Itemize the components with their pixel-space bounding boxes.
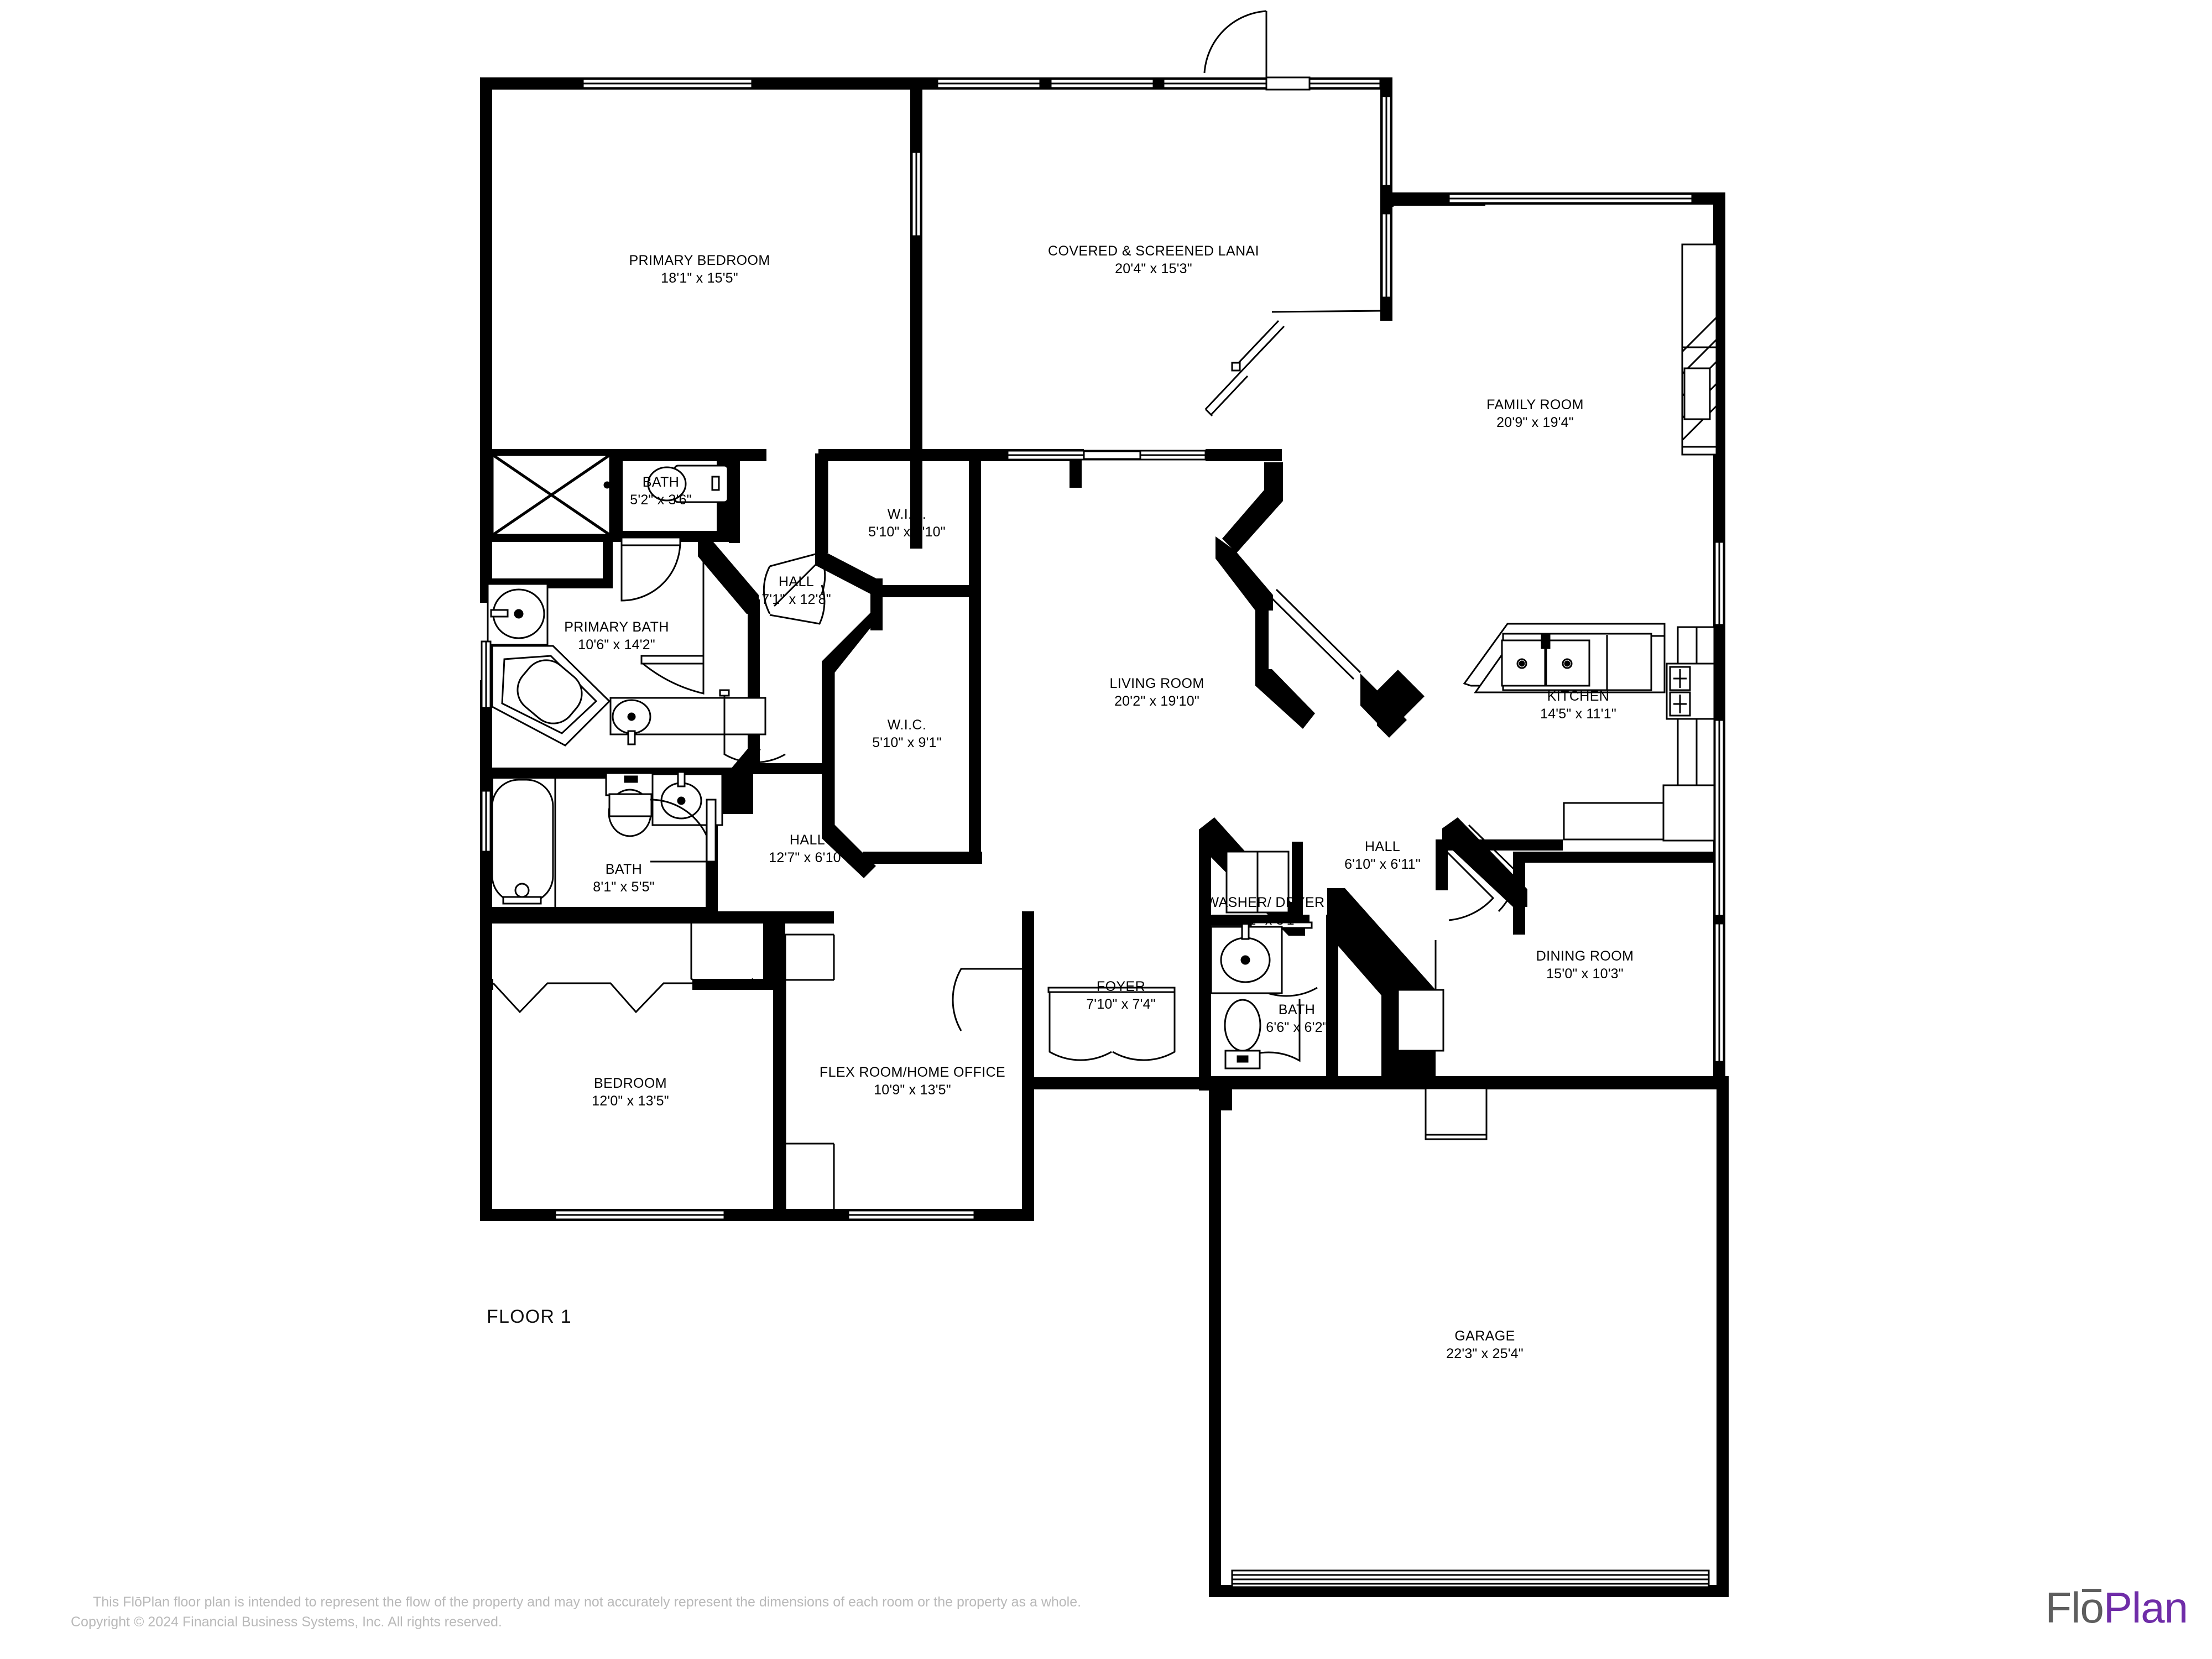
- window-dining: [1714, 719, 1725, 917]
- window-primary-bath-left: [481, 640, 492, 709]
- vanity-primary-right: [609, 697, 766, 745]
- footer-disclaimer-block: This FlōPlan floor plan is intended to r…: [0, 1593, 1880, 1632]
- window-group-bottom: [554, 1209, 975, 1220]
- window-lanai-east: [1381, 95, 1392, 299]
- window-group-top: [582, 10, 1381, 91]
- garage-entry-door: [1425, 1087, 1488, 1140]
- flex-room-partition: [784, 933, 835, 1209]
- logo-flo-text: Fl: [2045, 1583, 2081, 1632]
- architectural-details: [481, 10, 1725, 1588]
- kitchen-counters: [1463, 623, 1715, 842]
- towel-bar-icon: [603, 476, 622, 494]
- slider-living-horizontal: [1006, 450, 1207, 461]
- window-family-top: [1448, 193, 1693, 204]
- toilet-secondary: [605, 772, 655, 837]
- door-swing-group: [620, 536, 1519, 1062]
- closet-details: [826, 456, 835, 835]
- water-heater: [1397, 989, 1444, 1052]
- garage-door: [1231, 1569, 1710, 1588]
- footer-copyright-text: Copyright © 2024 Financial Business Syst…: [71, 1614, 502, 1630]
- bedroom-closet-detail: [492, 982, 695, 1014]
- slider-lanai-diagonal: [1204, 310, 1383, 417]
- logo-o-text: o: [2080, 1583, 2104, 1632]
- logo-plan-text: Plan: [2103, 1583, 2188, 1632]
- window-family-right: [1714, 541, 1725, 1063]
- shower-primary: [491, 453, 612, 537]
- logo-o-with-macron: o: [2080, 1583, 2104, 1632]
- washer-dryer-unit: [1225, 851, 1290, 914]
- window-group-vertical: [911, 151, 922, 237]
- bathtub-secondary: [491, 779, 556, 907]
- vanity-primary-left: [487, 583, 549, 646]
- toilet-bath-small: [647, 465, 729, 503]
- floor-label: FLOOR 1: [487, 1306, 572, 1327]
- window-bath-secondary: [481, 790, 492, 853]
- glass-family-living: [1269, 588, 1361, 680]
- toilet-powder: [1224, 999, 1261, 1070]
- fireplace-built-in: [1681, 243, 1718, 456]
- footer-disclaimer-text: This FlōPlan floor plan is intended to r…: [93, 1594, 1082, 1610]
- macron-icon: [2081, 1589, 2102, 1593]
- bathtub-primary: [491, 645, 611, 747]
- vanity-powder: [1210, 922, 1283, 994]
